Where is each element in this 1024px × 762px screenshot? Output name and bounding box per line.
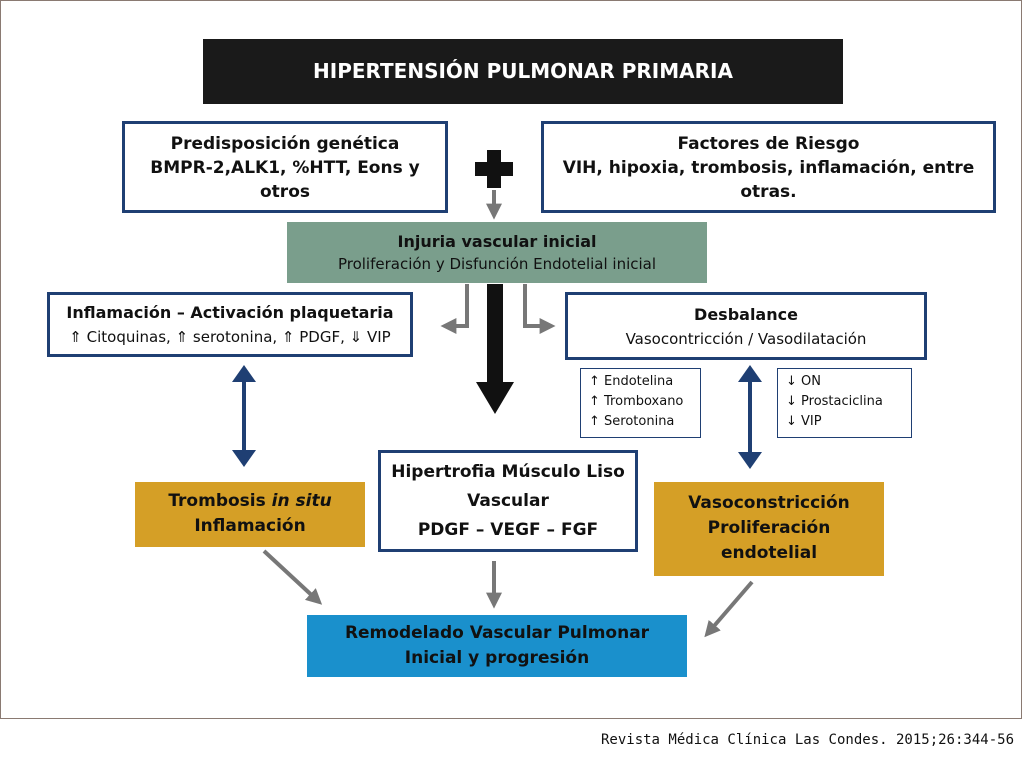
vasoconstriction-box: Vasoconstricción Proliferación endotelia… xyxy=(654,482,884,576)
arrow-injury-to-inflammation xyxy=(440,284,469,334)
decrease-item: ↓ VIP xyxy=(786,414,822,429)
remodeling-box: Remodelado Vascular Pulmonar Inicial y p… xyxy=(307,615,687,677)
injury-heading: Injuria vascular inicial xyxy=(397,232,597,251)
remodeling-line2: Inicial y progresión xyxy=(404,648,590,668)
injury-sub: Proliferación y Disfunción Endotelial in… xyxy=(337,255,657,273)
inflammation-sub: ⇑ Citoquinas, ⇑ serotonina, ⇑ PDGF, ⇓ VI… xyxy=(69,328,391,346)
hypertrophy-box: Hipertrofia Músculo Liso Vascular PDGF –… xyxy=(378,450,638,552)
arrow-injury-to-imbalance xyxy=(523,284,556,334)
thrombosis-in-situ: in situ xyxy=(271,491,332,511)
vasoconstriction-line1: Vasoconstricción xyxy=(688,493,850,513)
risk-heading: Factores de Riesgo xyxy=(677,134,860,154)
plus-icon xyxy=(475,150,513,188)
increase-list: ↑ Endotelina ↑ Tromboxano ↑ Serotonina xyxy=(580,368,701,438)
decrease-item: ↓ ON xyxy=(786,374,821,389)
inflammation-heading: Inflamación – Activación plaquetaria xyxy=(66,303,394,322)
risk-box: Factores de Riesgo VIH, hipoxia, trombos… xyxy=(541,121,996,213)
increase-item: ↑ Serotonina xyxy=(589,414,675,429)
injury-box: Injuria vascular inicial Proliferación y… xyxy=(287,222,707,283)
arrow-injury-to-hypertrophy xyxy=(476,284,514,414)
risk-line2: otras. xyxy=(740,182,797,202)
increase-item: ↑ Endotelina xyxy=(589,374,674,389)
inflammation-box: Inflamación – Activación plaquetaria ⇑ C… xyxy=(47,292,413,357)
genetic-line1: BMPR-2,ALK1, %HTT, Eons y xyxy=(150,158,420,178)
citation: Revista Médica Clínica Las Condes. 2015;… xyxy=(600,732,1014,748)
imbalance-box: Desbalance Vasocontricción / Vasodilatac… xyxy=(565,292,927,360)
title-text: HIPERTENSIÓN PULMONAR PRIMARIA xyxy=(313,59,733,83)
arrow-thrombosis-to-remodeling xyxy=(262,549,323,605)
title-banner: HIPERTENSIÓN PULMONAR PRIMARIA xyxy=(203,39,843,104)
decrease-item: ↓ Prostaciclina xyxy=(786,394,883,409)
genetic-line2: otros xyxy=(260,182,310,202)
genetic-heading: Predisposición genética xyxy=(170,134,400,154)
remodeling-line1: Remodelado Vascular Pulmonar xyxy=(344,623,650,643)
thrombosis-box: Trombosis in situ Inflamación xyxy=(135,482,365,547)
risk-line1: VIH, hipoxia, trombosis, inflamación, en… xyxy=(562,158,975,178)
double-arrow-imbalance-vasoconstriction xyxy=(738,365,762,469)
thrombosis-text: Trombosis xyxy=(168,491,272,511)
arrow-vasoconstriction-to-remodeling xyxy=(704,580,754,638)
hypertrophy-line3: PDGF – VEGF – FGF xyxy=(417,520,599,540)
increase-item: ↑ Tromboxano xyxy=(589,394,684,409)
imbalance-sub: Vasocontricción / Vasodilatación xyxy=(625,330,867,348)
figure-frame xyxy=(0,0,1022,719)
imbalance-heading: Desbalance xyxy=(694,305,798,324)
decrease-list: ↓ ON ↓ Prostaciclina ↓ VIP xyxy=(777,368,912,438)
genetic-box: Predisposición genética BMPR-2,ALK1, %HT… xyxy=(122,121,448,213)
thrombosis-line2: Inflamación xyxy=(194,516,306,536)
double-arrow-inflammation-thrombosis xyxy=(232,365,256,467)
hypertrophy-line2: Vascular xyxy=(467,491,549,511)
hypertrophy-line1: Hipertrofia Músculo Liso xyxy=(391,462,625,482)
vasoconstriction-line3: endotelial xyxy=(720,543,818,563)
vasoconstriction-line2: Proliferación xyxy=(707,518,831,538)
